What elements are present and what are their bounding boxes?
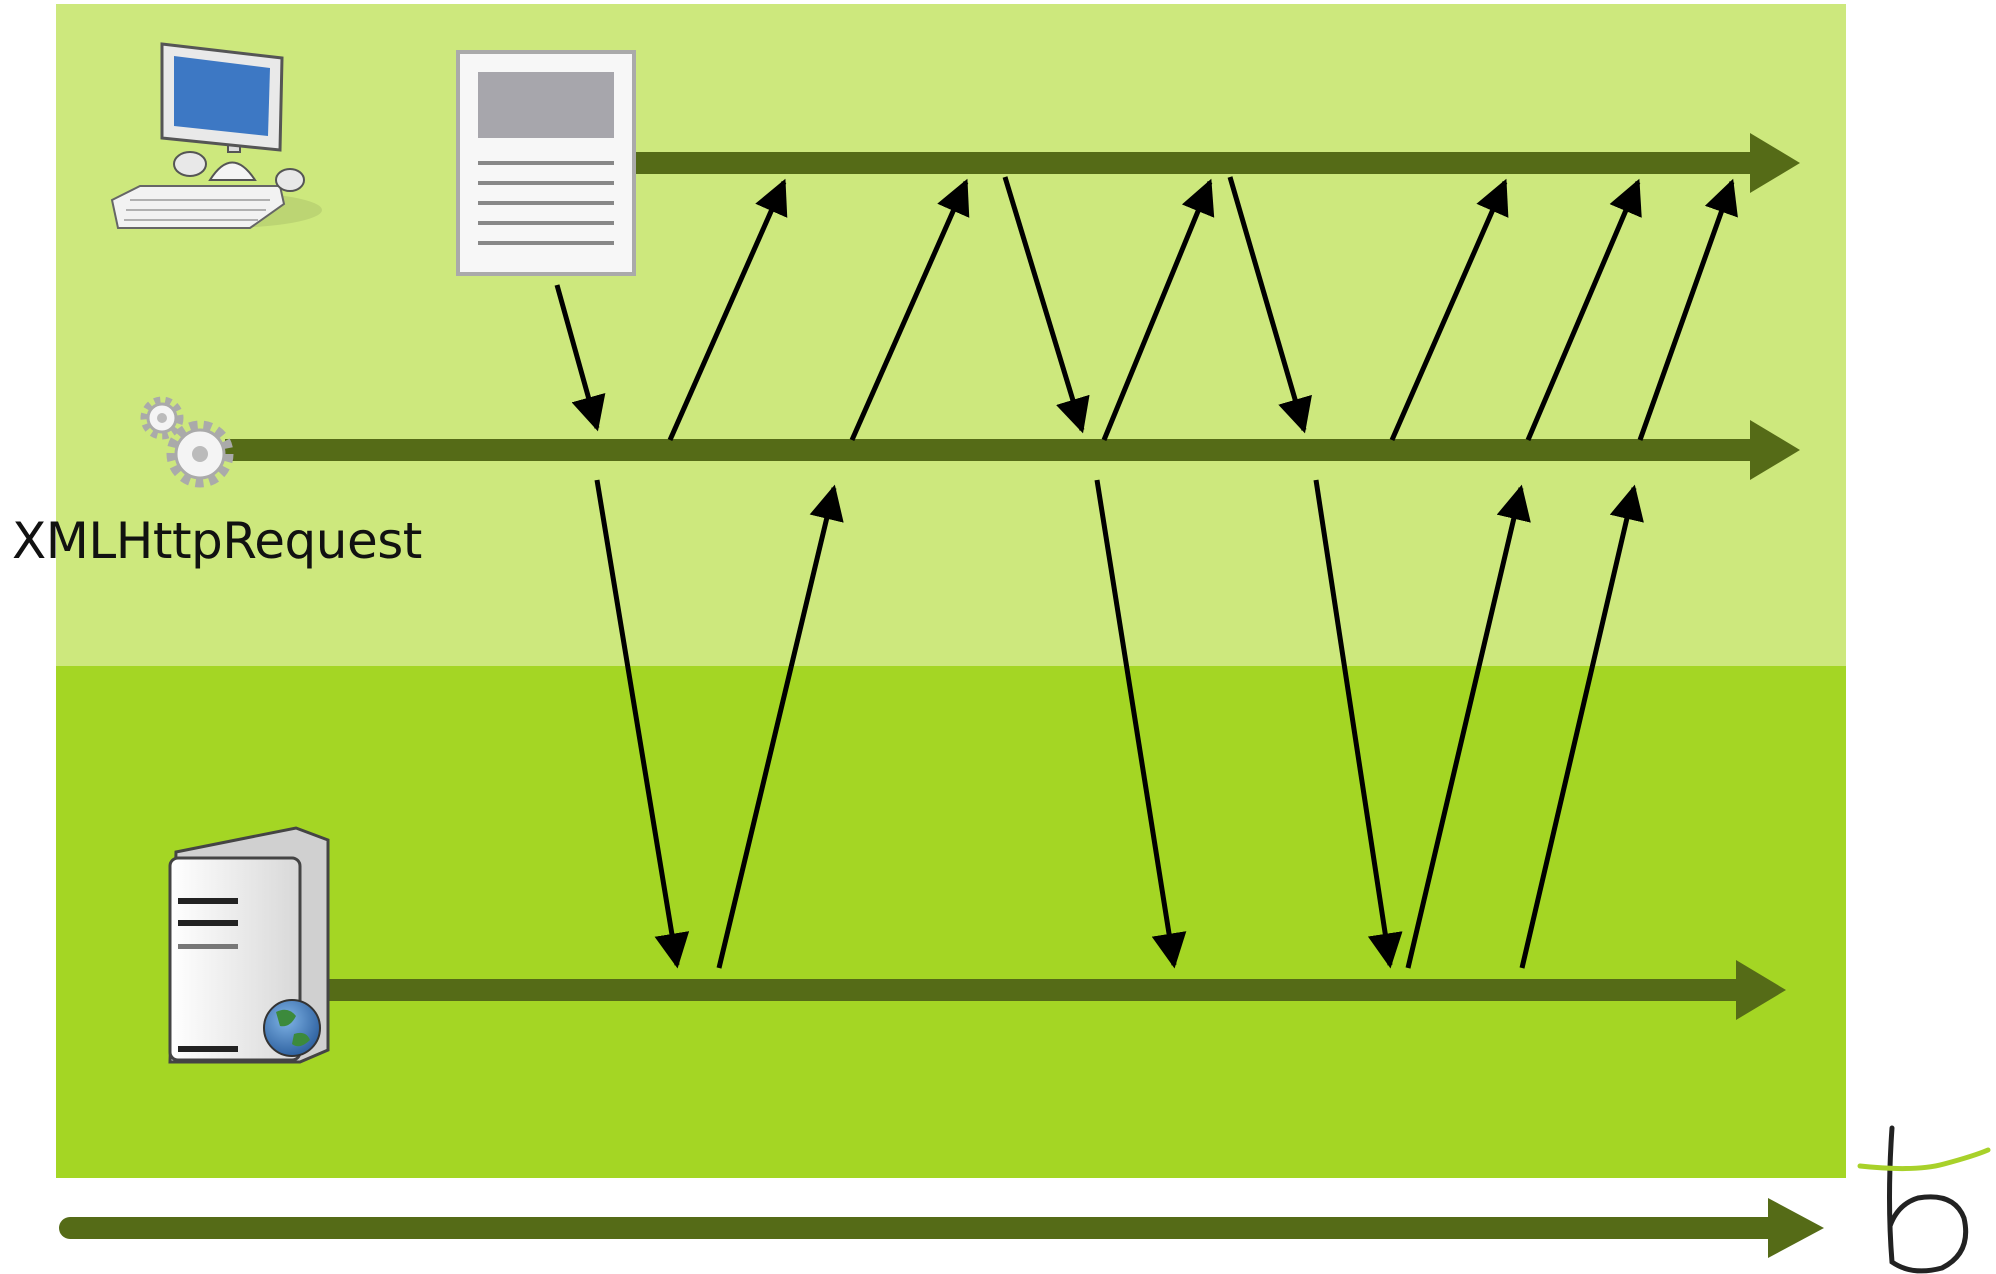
message-arrow <box>1227 176 1312 434</box>
web-server-icon <box>168 826 330 1064</box>
web-page-document-icon <box>456 50 636 276</box>
time-t-icon <box>1857 1125 1991 1274</box>
server-timeline <box>325 960 1786 1020</box>
message-arrow <box>1519 484 1644 969</box>
message-arrow <box>1002 176 1090 434</box>
message-arrow <box>1637 178 1738 441</box>
message-arrow <box>849 178 970 442</box>
xhr-label: XMLHttpRequest <box>12 512 422 570</box>
time-axis-arrow <box>59 1198 1824 1258</box>
message-arrow <box>594 479 690 969</box>
message-arrow <box>1101 178 1215 441</box>
message-arrow <box>1313 479 1403 969</box>
message-arrow <box>1405 484 1531 969</box>
message-arrow <box>554 284 606 432</box>
message-arrow <box>1094 479 1187 969</box>
message-arrow <box>667 178 788 442</box>
server-band <box>56 666 1846 1178</box>
browser-timeline <box>636 133 1800 193</box>
xhr-timeline <box>225 420 1800 480</box>
client-band <box>56 4 1846 666</box>
message-arrows <box>554 176 1738 969</box>
message-arrow <box>1525 178 1642 441</box>
message-arrow <box>716 484 844 969</box>
gears-icon <box>140 396 234 488</box>
message-arrow <box>1389 178 1509 442</box>
desktop-computer-icon <box>110 42 322 229</box>
